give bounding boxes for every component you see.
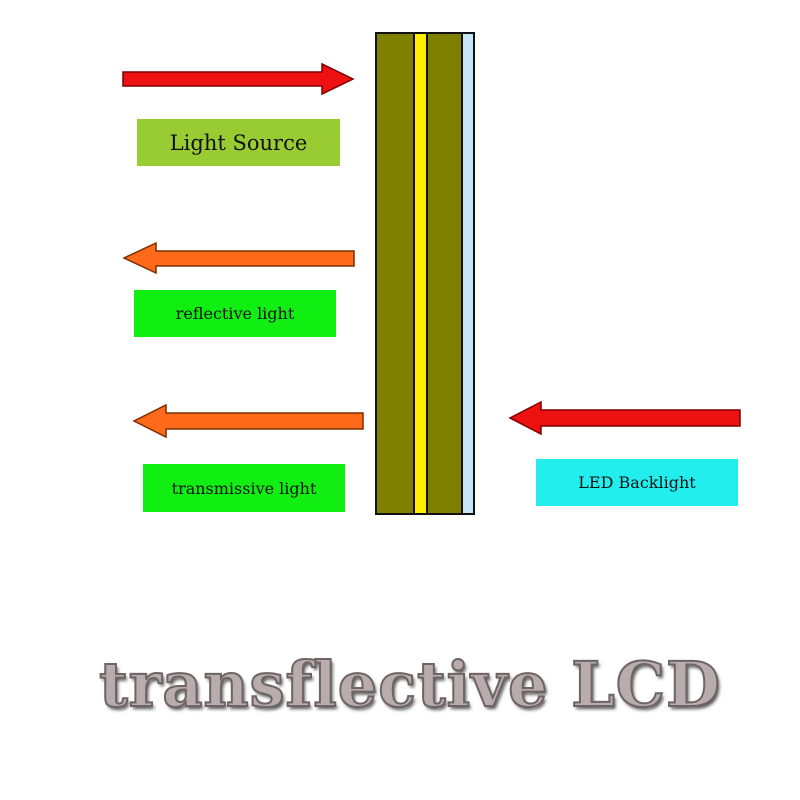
reflective-light-arrow [122, 241, 355, 275]
olive-layer-back [426, 32, 463, 515]
led-backlight-label: LED Backlight [536, 459, 738, 506]
backlight-arrow [508, 400, 741, 436]
yellow-reflector-layer [413, 32, 428, 515]
incident-light-arrow [122, 62, 355, 96]
diagram-title: transflective LCD [98, 647, 721, 722]
transmissive-light-label: transmissive light [143, 464, 345, 512]
blue-backlight-layer [461, 32, 475, 515]
lcd-panel [375, 32, 475, 515]
light-source-label: Light Source [137, 119, 340, 166]
olive-layer-front [375, 32, 415, 515]
reflective-light-label: reflective light [134, 290, 336, 337]
transmissive-light-arrow [132, 403, 364, 439]
